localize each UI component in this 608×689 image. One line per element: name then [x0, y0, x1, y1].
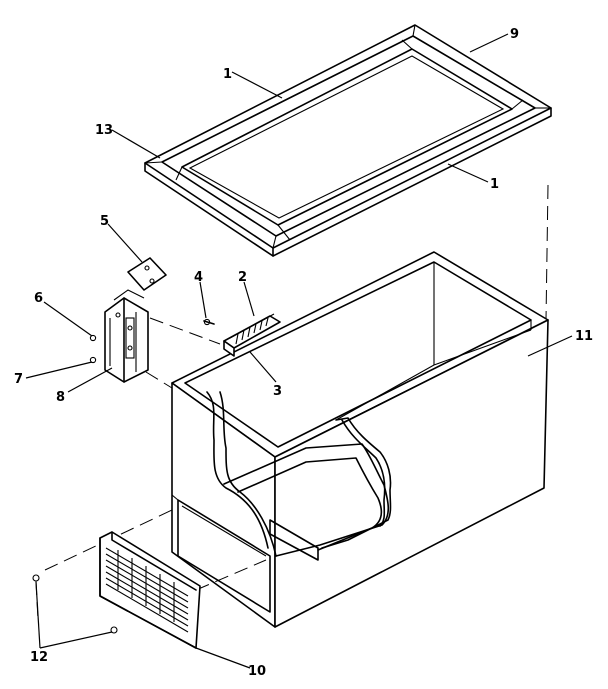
- callout-10: 10: [248, 664, 266, 679]
- alignment-line-hinge: [149, 317, 221, 345]
- lid-assembly: [144, 24, 552, 257]
- control-assembly: [223, 313, 281, 357]
- callout-11: 11: [575, 329, 593, 344]
- callout-7: 7: [14, 372, 23, 387]
- callout-13: 13: [95, 123, 113, 138]
- screw-6: [89, 334, 97, 342]
- cabinet-body: [171, 251, 549, 628]
- callout-5: 5: [100, 214, 109, 229]
- callout-8: 8: [56, 390, 65, 405]
- alignment-line-lid: [545, 184, 549, 321]
- callout-1-right: 1: [490, 177, 499, 192]
- screw-4: [203, 318, 215, 326]
- alignment-line-grille-lower: [195, 559, 267, 591]
- grille: [99, 531, 201, 649]
- callout-3: 3: [273, 384, 282, 399]
- screw-12-upper: [32, 574, 40, 582]
- callout-labels: 1 9 13 1 5 4 2 6 7 8 3 11 12 10: [14, 27, 593, 679]
- hinge-assembly: [89, 257, 167, 383]
- alignment-line-hinge-lower: [145, 371, 173, 389]
- callout-6: 6: [34, 291, 43, 306]
- callout-9: 9: [510, 27, 519, 42]
- callout-2: 2: [238, 270, 247, 285]
- screw-7: [89, 356, 97, 364]
- leader-lines: [25, 33, 573, 669]
- callout-1-top: 1: [223, 67, 232, 82]
- callout-12: 12: [30, 650, 48, 665]
- screw-12-lower: [110, 626, 118, 634]
- callout-4: 4: [194, 270, 203, 285]
